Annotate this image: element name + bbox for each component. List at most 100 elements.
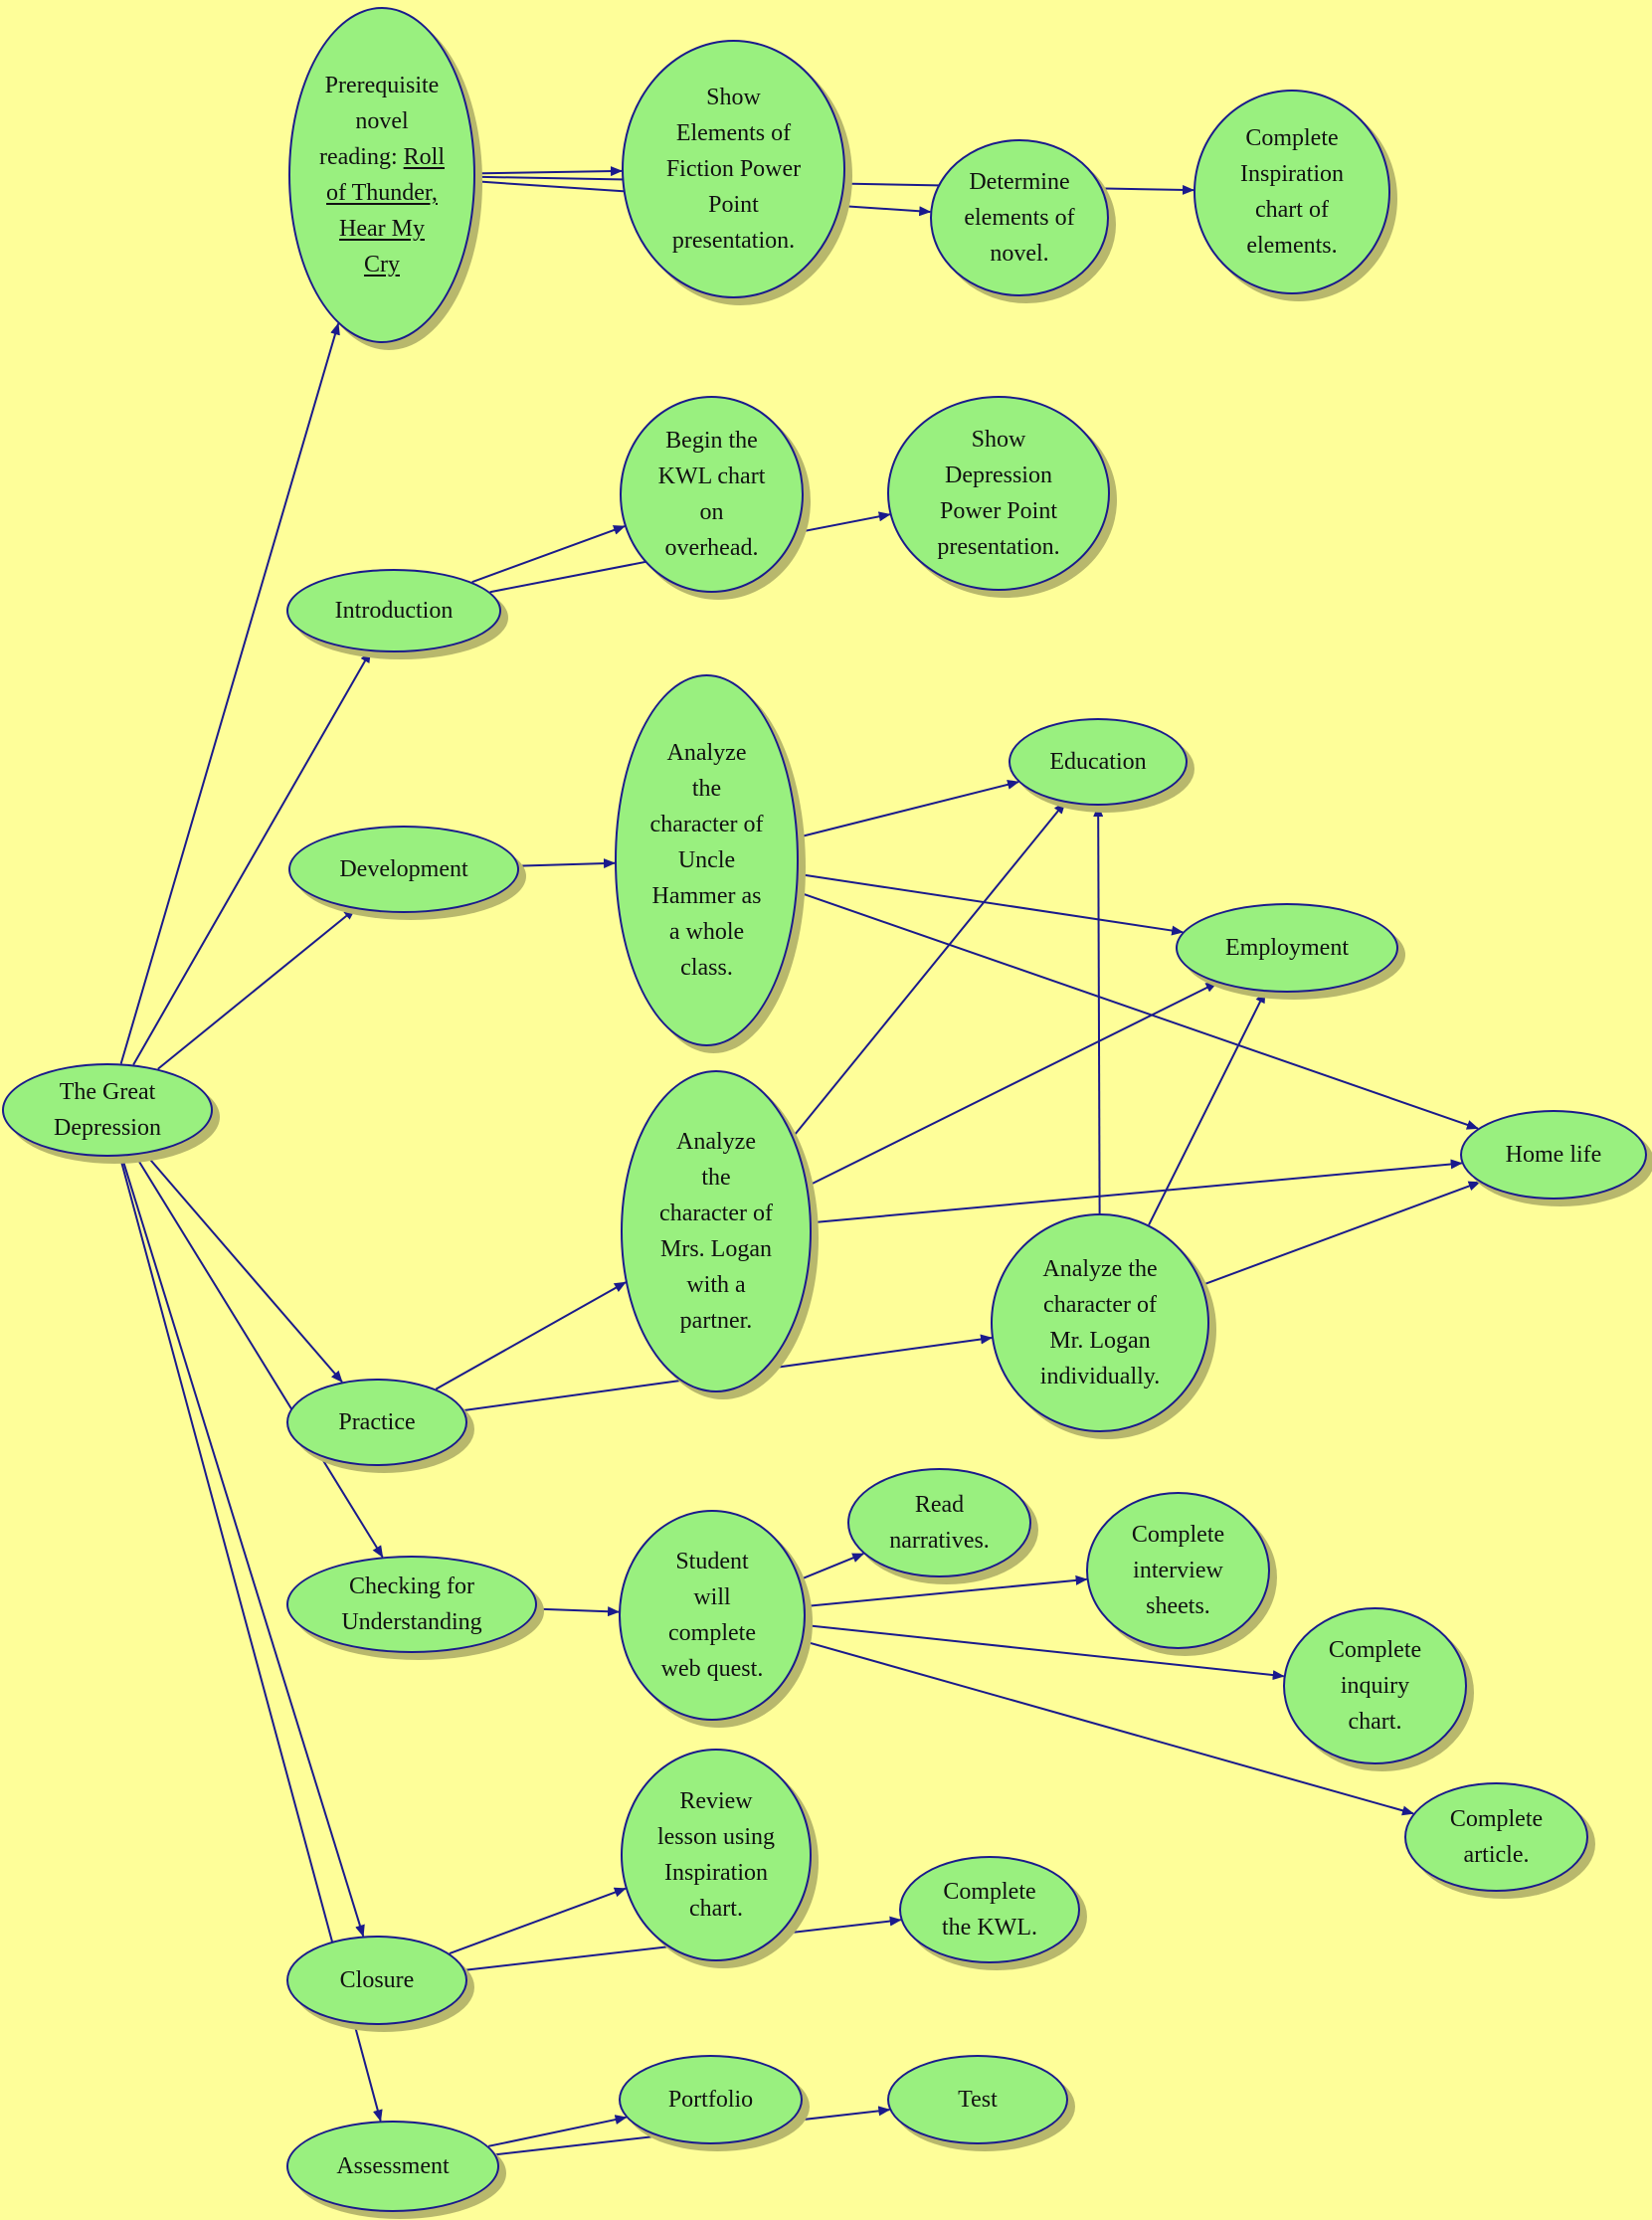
node-label-line: a whole — [668, 919, 745, 945]
node-practice: Practice — [286, 1379, 467, 1466]
node-label-line: Fiction Power — [665, 156, 802, 182]
edge-root-to-prereq — [119, 322, 340, 1064]
node-label: Portfolio — [668, 2082, 753, 2118]
node-development: Development — [288, 826, 519, 913]
edge-mr_logan-to-employment — [1148, 991, 1266, 1226]
node-label-line: presentation. — [671, 228, 796, 254]
node-label: Home life — [1506, 1137, 1602, 1173]
node-label-line: Analyze — [666, 740, 747, 766]
edge-webquest-to-inquiry — [805, 1623, 1285, 1681]
node-label-line: Analyze — [676, 1129, 756, 1155]
node-label: Test — [958, 2082, 998, 2118]
node-label-line: Depression — [54, 1115, 161, 1141]
node-label-line: Complete — [1245, 125, 1339, 151]
node-label: Closure — [340, 1962, 415, 1998]
node-label-line: with a — [686, 1272, 746, 1298]
node-label-line: Assessment — [336, 2153, 450, 2179]
node-label-line: Begin the — [665, 428, 758, 454]
node-label-line: web quest. — [660, 1656, 764, 1682]
node-label-line: Education — [1049, 749, 1147, 775]
edge-uncle-to-education — [798, 779, 1019, 838]
node-label-line: character of — [1043, 1292, 1157, 1318]
node-introduction: Introduction — [286, 569, 501, 652]
node-label-line: KWL chart — [657, 463, 766, 489]
edge-webquest-to-article — [802, 1639, 1414, 1816]
node-label-line: The Great — [59, 1079, 156, 1105]
node-label-line: elements of — [964, 205, 1075, 231]
node-label-line: will — [693, 1584, 731, 1610]
edge-root-to-checking — [134, 1154, 384, 1559]
node-label-line: Elements of — [675, 120, 792, 146]
node-label-line: Closure — [339, 1967, 415, 1993]
node-test: Test — [887, 2055, 1068, 2144]
node-portfolio: Portfolio — [619, 2055, 803, 2144]
node-label-line: Show — [706, 85, 761, 110]
node-label: Practice — [338, 1404, 415, 1440]
node-label-line: Analyze the — [1042, 1256, 1158, 1282]
node-label-line: Inspiration — [1240, 161, 1344, 187]
node-label: Employment — [1225, 930, 1349, 966]
node-label-line: Point — [708, 192, 759, 218]
edge-closure-to-review — [449, 1887, 627, 1955]
node-label-line: Understanding — [341, 1609, 482, 1635]
node-label-line: chart. — [689, 1896, 743, 1922]
node-label-line: sheets. — [1146, 1593, 1210, 1619]
edge-mrs_logan-to-homelife — [811, 1159, 1463, 1224]
edge-mr_logan-to-homelife — [1201, 1181, 1481, 1286]
node-label-line: Review — [679, 1788, 753, 1814]
node-label-line: novel — [355, 108, 409, 134]
edge-mrs_logan-to-employment — [807, 982, 1218, 1188]
node-label-line: Practice — [338, 1409, 416, 1435]
node-label-line: Mrs. Logan — [660, 1236, 772, 1262]
node-label-line: Employment — [1225, 935, 1349, 961]
node-label-line: Read — [914, 1492, 965, 1518]
node-label-line: Checking for — [349, 1573, 474, 1599]
node-label-line: Hammer as — [651, 883, 762, 909]
node-label-line: lesson using — [656, 1824, 775, 1850]
node-label-line: chart of — [1255, 197, 1329, 223]
node-label-line: reading: Roll — [319, 144, 445, 170]
node-label-line: character of — [659, 1201, 773, 1226]
node-label-line: character of — [649, 812, 764, 837]
edge-root-to-intro — [132, 650, 372, 1065]
node-label-line: the KWL. — [942, 1915, 1037, 1941]
node-employment: Employment — [1176, 903, 1398, 993]
node-label-line: overhead. — [664, 535, 759, 561]
node-label-line: the — [691, 776, 722, 802]
node-label-line: Home life — [1505, 1142, 1602, 1168]
node-label-line: inquiry — [1340, 1673, 1410, 1699]
node-label-line: Cry — [363, 252, 400, 278]
edge-mr_logan-to-education — [1093, 804, 1104, 1214]
node-label-line: complete — [668, 1620, 756, 1646]
node-label-line: novel. — [990, 241, 1049, 267]
node-label-line: Uncle — [677, 847, 736, 873]
edge-checking-to-webquest — [536, 1606, 621, 1617]
node-label-line: Development — [339, 856, 468, 882]
node-label-line: interview — [1133, 1558, 1223, 1583]
edge-practice-to-mrs_logan — [435, 1281, 627, 1390]
